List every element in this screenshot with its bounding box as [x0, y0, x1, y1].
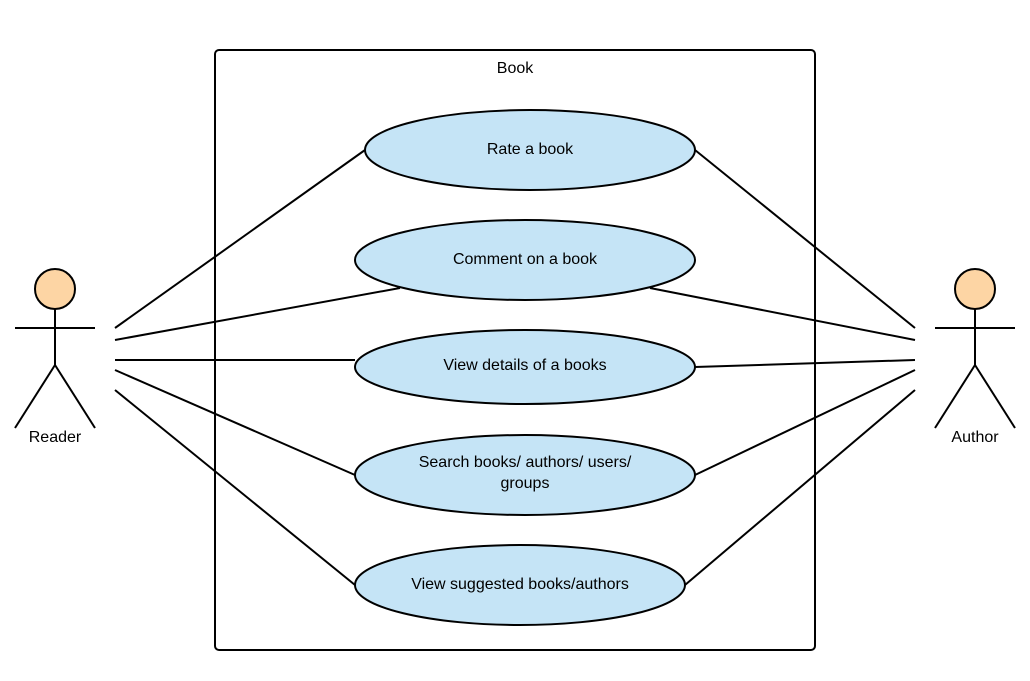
actor-head	[954, 268, 996, 310]
use-case-shape	[354, 329, 696, 405]
actor-right-leg	[974, 364, 1016, 429]
actor-right-leg	[54, 364, 96, 429]
use-case-shape	[354, 434, 696, 516]
use-case-label: View details of a books	[443, 357, 606, 374]
assoc-author-comment	[649, 287, 916, 341]
assoc-reader-comment	[114, 287, 401, 341]
use-case-rate[interactable]: Rate a book	[364, 109, 696, 191]
assoc-author-view-suggested	[684, 389, 916, 586]
use-case-label: Comment on a book	[453, 251, 598, 268]
associations	[114, 149, 916, 586]
use-case-comment[interactable]: Comment on a book	[354, 219, 696, 301]
actor-author[interactable]	[934, 268, 1016, 429]
actor-reader-label: Reader	[29, 429, 82, 446]
use-case-label: View suggested books/authors	[411, 576, 629, 593]
use-case-label: Rate a book	[487, 141, 574, 158]
actor-left-leg	[14, 364, 56, 429]
use-case-shape	[364, 109, 696, 191]
system-title: Book	[497, 60, 534, 77]
actor-reader[interactable]	[14, 268, 96, 429]
use-case-shape	[354, 219, 696, 301]
assoc-reader-rate	[114, 149, 366, 329]
use-case-label-line-1: Search books/ authors/ users/	[419, 454, 632, 471]
assoc-author-view-details	[694, 359, 916, 368]
use-case-label-line-2: groups	[501, 475, 550, 492]
assoc-author-rate	[694, 149, 916, 329]
use-case-shape	[354, 544, 686, 626]
system-boundary	[214, 49, 816, 651]
actor-left-leg	[934, 364, 976, 429]
assoc-reader-search	[114, 369, 356, 476]
use-case-view-suggested[interactable]: View suggested books/authors	[354, 544, 686, 626]
actor-author-label: Author	[951, 429, 999, 446]
use-case-search[interactable]: Search books/ authors/ users/ groups	[354, 434, 696, 516]
use-case-view-details[interactable]: View details of a books	[354, 329, 696, 405]
assoc-author-search	[694, 369, 916, 476]
assoc-reader-view-suggested	[114, 389, 356, 586]
actor-head	[34, 268, 76, 310]
